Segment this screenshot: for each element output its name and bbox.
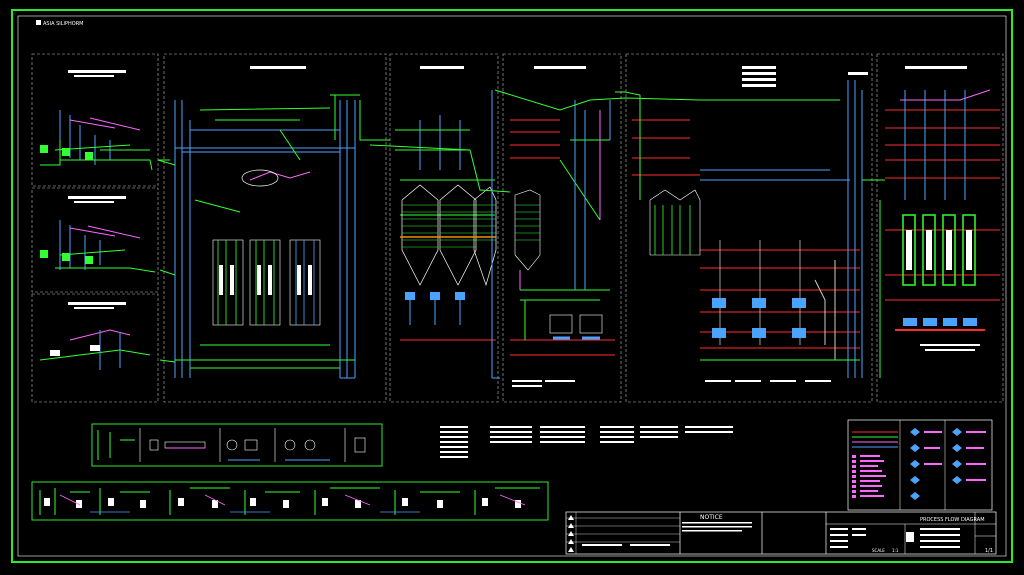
scale-label: SCALE bbox=[872, 548, 885, 553]
intake-panels bbox=[39, 110, 156, 370]
section-panels bbox=[31, 53, 1004, 403]
inner-frame bbox=[17, 15, 1007, 557]
panel-intake-2 bbox=[31, 187, 159, 293]
panel-storage bbox=[163, 53, 387, 403]
cleaning-panel bbox=[510, 100, 615, 356]
pelleting-panel bbox=[879, 89, 1000, 378]
panel-grinding bbox=[625, 53, 873, 403]
panel-silos bbox=[389, 53, 499, 403]
legend-box bbox=[847, 419, 993, 511]
connection-pipes bbox=[158, 89, 885, 379]
company-logo-text: ASIA SILIPHORM bbox=[43, 21, 84, 27]
silo-panel bbox=[395, 90, 497, 378]
equipment-legend-strip bbox=[91, 423, 383, 467]
grinding-panel bbox=[632, 80, 863, 378]
panel-cleaning bbox=[502, 53, 622, 403]
drawing-title: PROCESS FLOW DIAGRAM bbox=[920, 517, 985, 523]
panel-intake-3 bbox=[31, 293, 159, 403]
company-logo: ASIA SILIPHORM bbox=[36, 20, 84, 27]
panel-titles bbox=[68, 66, 967, 309]
storage-panel bbox=[157, 94, 360, 378]
equipment-detail-strip bbox=[31, 481, 549, 521]
scale-value: 1:1 bbox=[892, 548, 899, 553]
title-block: NOTICE PROCESS FLOW DIAGRAM SCALE 1:1 1/… bbox=[565, 511, 997, 555]
notice-label: NOTICE bbox=[700, 514, 723, 521]
sheet-value: 1/1 bbox=[985, 548, 993, 554]
panel-pelleting bbox=[876, 53, 1004, 403]
panel-intake-1 bbox=[31, 53, 159, 187]
label-blocks bbox=[440, 344, 980, 458]
outer-frame bbox=[11, 9, 1013, 563]
